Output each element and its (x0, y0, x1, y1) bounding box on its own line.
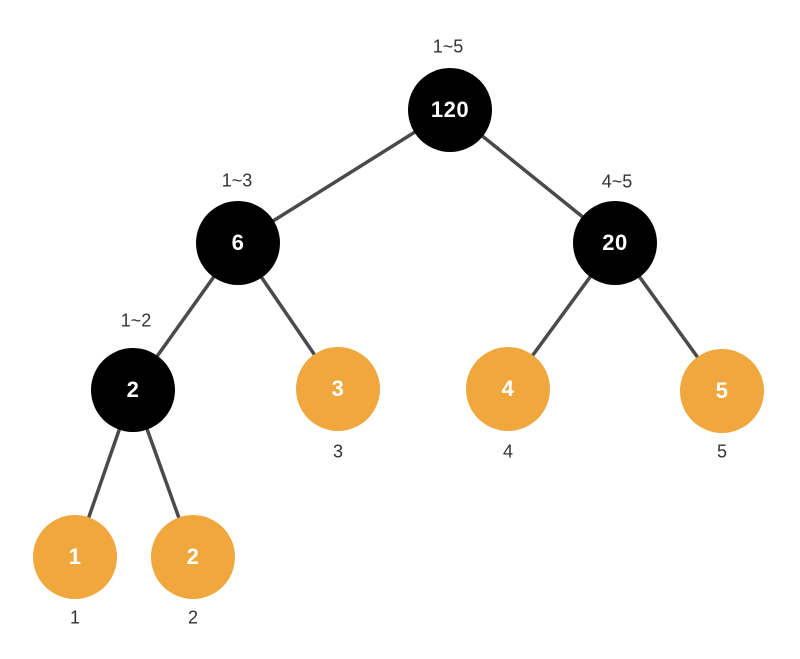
range-label-n20: 4~5 (601, 171, 633, 192)
tree-node-n20-value-20: 20 (573, 201, 657, 285)
index-label-n1: 1 (69, 607, 81, 628)
tree-node-n1-value-1: 1 (33, 515, 117, 599)
range-label-n2i: 1~2 (120, 310, 152, 331)
index-label-n3: 3 (332, 441, 344, 462)
index-label-n5: 5 (716, 441, 728, 462)
tree-node-root-value-120: 120 (408, 68, 492, 152)
tree-node-n6-value-6: 6 (196, 201, 280, 285)
tree-node-n3-value-3: 3 (296, 347, 380, 431)
index-label-n4: 4 (502, 441, 514, 462)
range-label-root: 1~5 (432, 36, 464, 57)
tree-node-n5-value-5: 5 (680, 349, 764, 433)
tree-node-n2i-value-2: 2 (91, 348, 175, 432)
tree-node-n4-value-4: 4 (466, 347, 550, 431)
tree-node-n2l-value-2: 2 (151, 515, 235, 599)
range-label-n6: 1~3 (221, 170, 253, 191)
index-label-n2l: 2 (187, 607, 199, 628)
